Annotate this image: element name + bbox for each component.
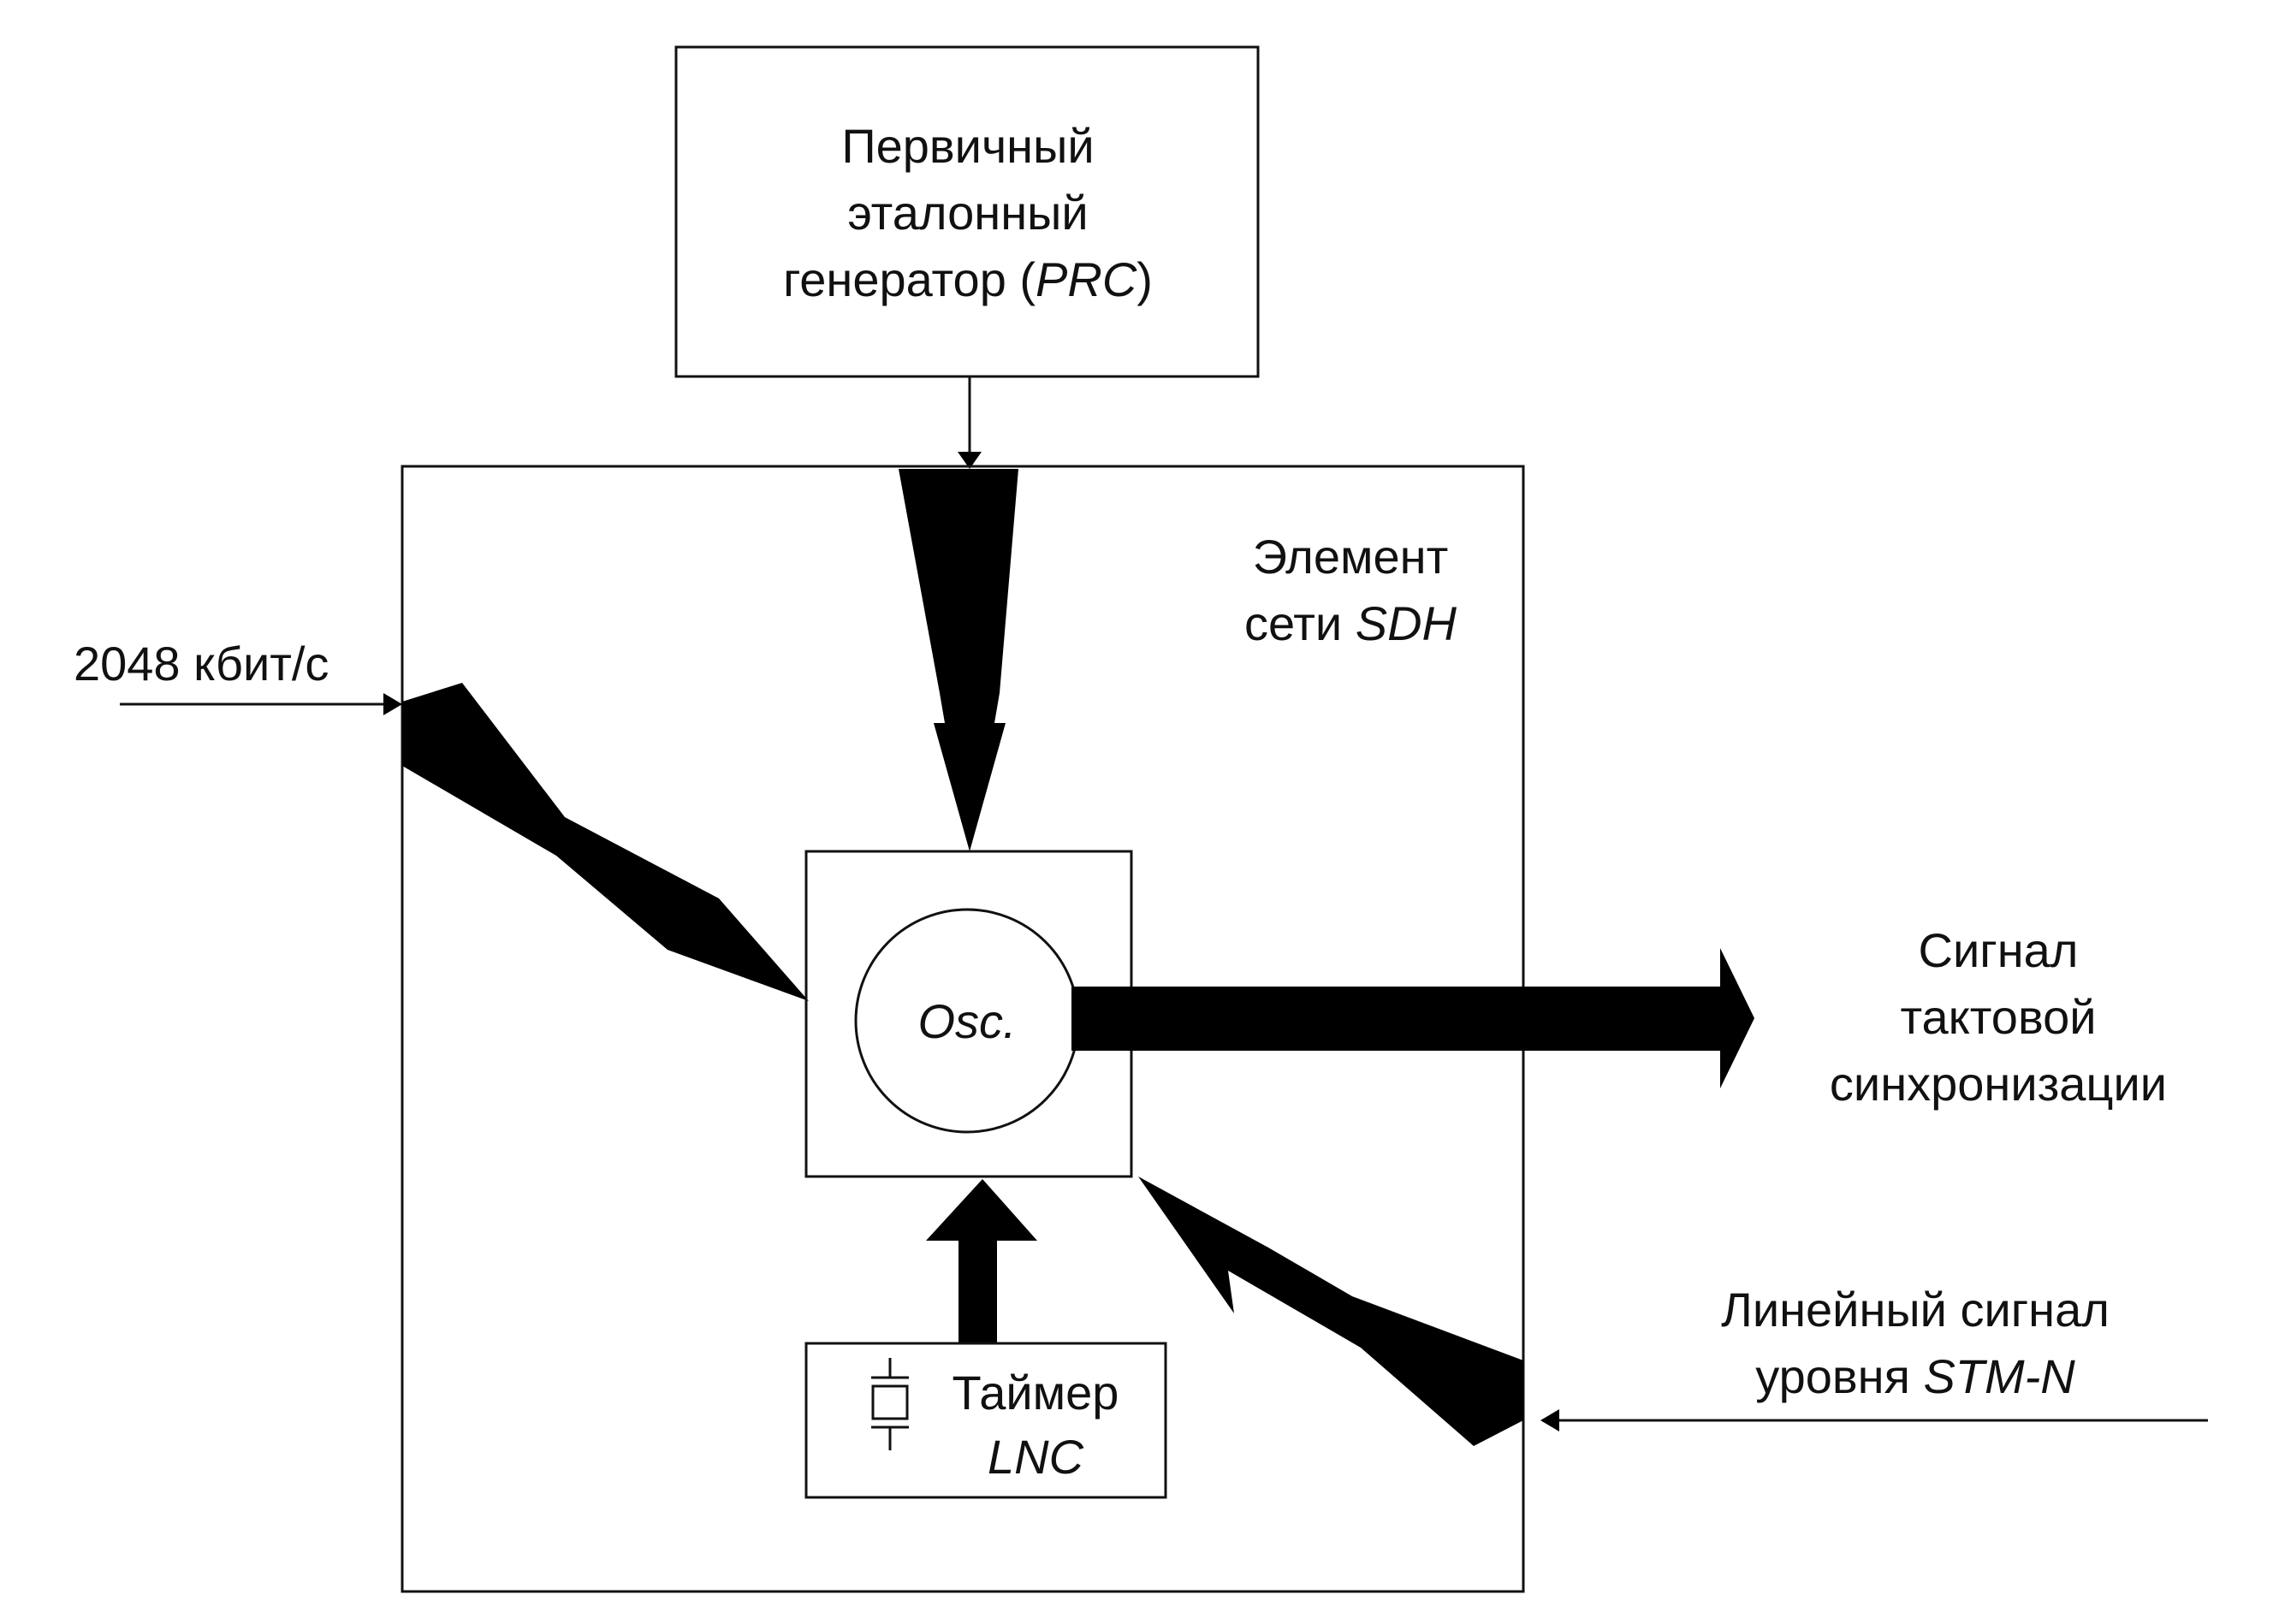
line-signal-label-prefix: уровня (1755, 1349, 1923, 1403)
input-2048-arrowhead (383, 693, 402, 715)
prc-connector-arrowhead (958, 452, 982, 469)
timer-label-line1: Таймер (953, 1366, 1119, 1420)
output-signal-line3: синхронизации (1830, 1057, 2167, 1111)
crystal-icon (871, 1358, 909, 1450)
prc-label-line1: Первичный (841, 119, 1094, 173)
timer-sync-arrow (926, 1179, 1037, 1343)
output-sync-arrow (1071, 948, 1754, 1088)
line-signal-label-abbr: STM-N (1923, 1349, 2075, 1403)
prc-label-abbr: PRC (1036, 252, 1137, 306)
line-signal-sync-arrow (1138, 1177, 1523, 1446)
network-element-label-line1: Элемент (1253, 530, 1448, 584)
prc-label-line3: генератор (PRC) (783, 252, 1153, 306)
timer-label-line2: LNC (988, 1430, 1084, 1484)
prc-box (674, 45, 1260, 378)
timer-block: Таймер LNC (804, 1342, 1167, 1499)
network-element-label-line2: сети SDH (1244, 596, 1457, 650)
prc-label-line3-suffix: ) (1136, 252, 1153, 306)
input-2048-sync-arrow (402, 683, 809, 1001)
line-signal-label-line1: Линейный сигнал (1721, 1283, 2110, 1337)
prc-label-line2: эталонный (847, 186, 1088, 240)
line-signal-label-line2: уровня STM-N (1755, 1349, 2075, 1403)
timer-box (804, 1342, 1167, 1499)
prc-label-line3-prefix: генератор ( (783, 252, 1036, 306)
network-element-label-prefix: сети (1244, 596, 1356, 650)
oscillator-label: Osc. (917, 994, 1016, 1048)
prc-sync-arrow (899, 469, 1018, 851)
output-signal-line1: Сигнал (1919, 923, 2079, 977)
prc-block: Первичный эталонный генератор (PRC) (674, 45, 1260, 378)
output-signal-line2: тактовой (1900, 990, 2096, 1044)
line-signal-arrowhead (1540, 1409, 1559, 1431)
network-element-label-abbr: SDH (1356, 596, 1457, 650)
input-2048-label: 2048 кбит/с (74, 637, 329, 690)
